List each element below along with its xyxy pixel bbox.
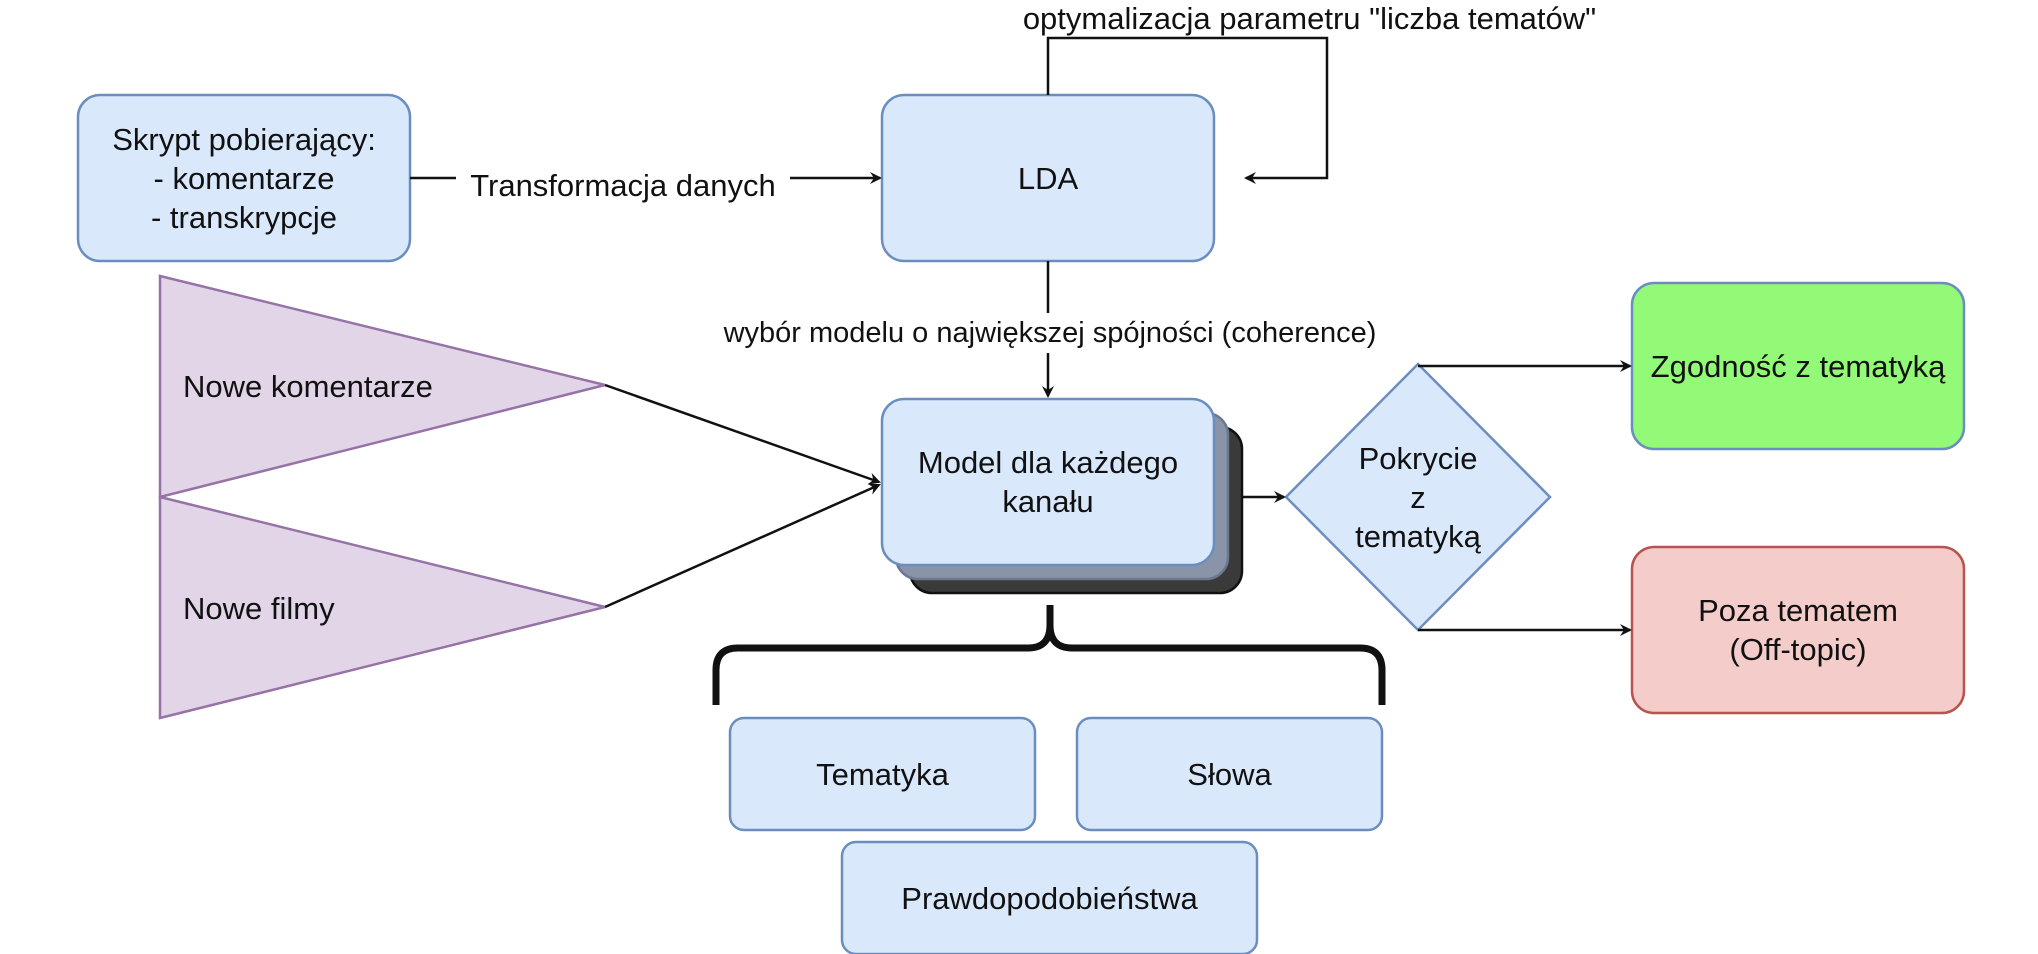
select-edge-label: wybór modelu o największej spójności (co… [700, 313, 1400, 353]
decision-line-3: tematyką [1355, 518, 1481, 554]
new-videos-triangle[interactable] [158, 495, 606, 720]
transform-edge-label: Transformacja danych [456, 165, 790, 205]
curly-brace [712, 605, 1386, 705]
scraper-label: Skrypt pobierający: - komentarze - trans… [78, 95, 410, 261]
on-topic-box[interactable] [1630, 281, 1966, 451]
probabilities-box[interactable] [840, 840, 1259, 954]
off-topic-box[interactable] [1630, 545, 1966, 715]
model-line-2: kanału [1002, 484, 1094, 519]
new-comments-label: Nowe komentarze [183, 368, 433, 404]
decision-line-1: Pokrycie [1358, 440, 1478, 476]
videos-to-model-edge [604, 483, 881, 609]
off-topic-line-1: Poza tematem [1698, 593, 1898, 628]
words-box[interactable] [1075, 716, 1384, 832]
new-videos-label: Nowe filmy [183, 590, 335, 626]
off-topic-line-2: (Off-topic) [1729, 632, 1867, 667]
scraper-line-1: Skrypt pobierający: [112, 121, 376, 157]
decision-label: Pokrycie z tematyką [1316, 430, 1520, 564]
decision-line-2: z [1410, 479, 1426, 515]
probabilities-label: Prawdopodobieństwa [901, 880, 1198, 916]
topics-label: Tematyka [816, 756, 949, 792]
comments-to-model-edge [604, 383, 881, 485]
words-label: Słowa [1187, 756, 1272, 792]
scraper-line-3: - transkrypcje [150, 199, 338, 235]
on-topic-label: Zgodność z tematyką [1650, 348, 1946, 384]
model-label: Model dla każdego kanału [882, 399, 1214, 565]
lda-label: LDA [1017, 160, 1079, 196]
new-comments-triangle[interactable] [158, 274, 606, 499]
model-line-1: Model dla każdego [917, 445, 1179, 480]
optimize-loop-edge [1046, 36, 1329, 184]
model-box[interactable] [880, 397, 1216, 567]
off-topic-label: Poza tematem (Off-topic) [1632, 547, 1964, 713]
optimize-edge-label: optymalizacja parametru "liczba tematów" [985, 0, 1634, 36]
topics-box[interactable] [728, 716, 1037, 832]
scraper-line-2: - komentarze [153, 160, 335, 196]
